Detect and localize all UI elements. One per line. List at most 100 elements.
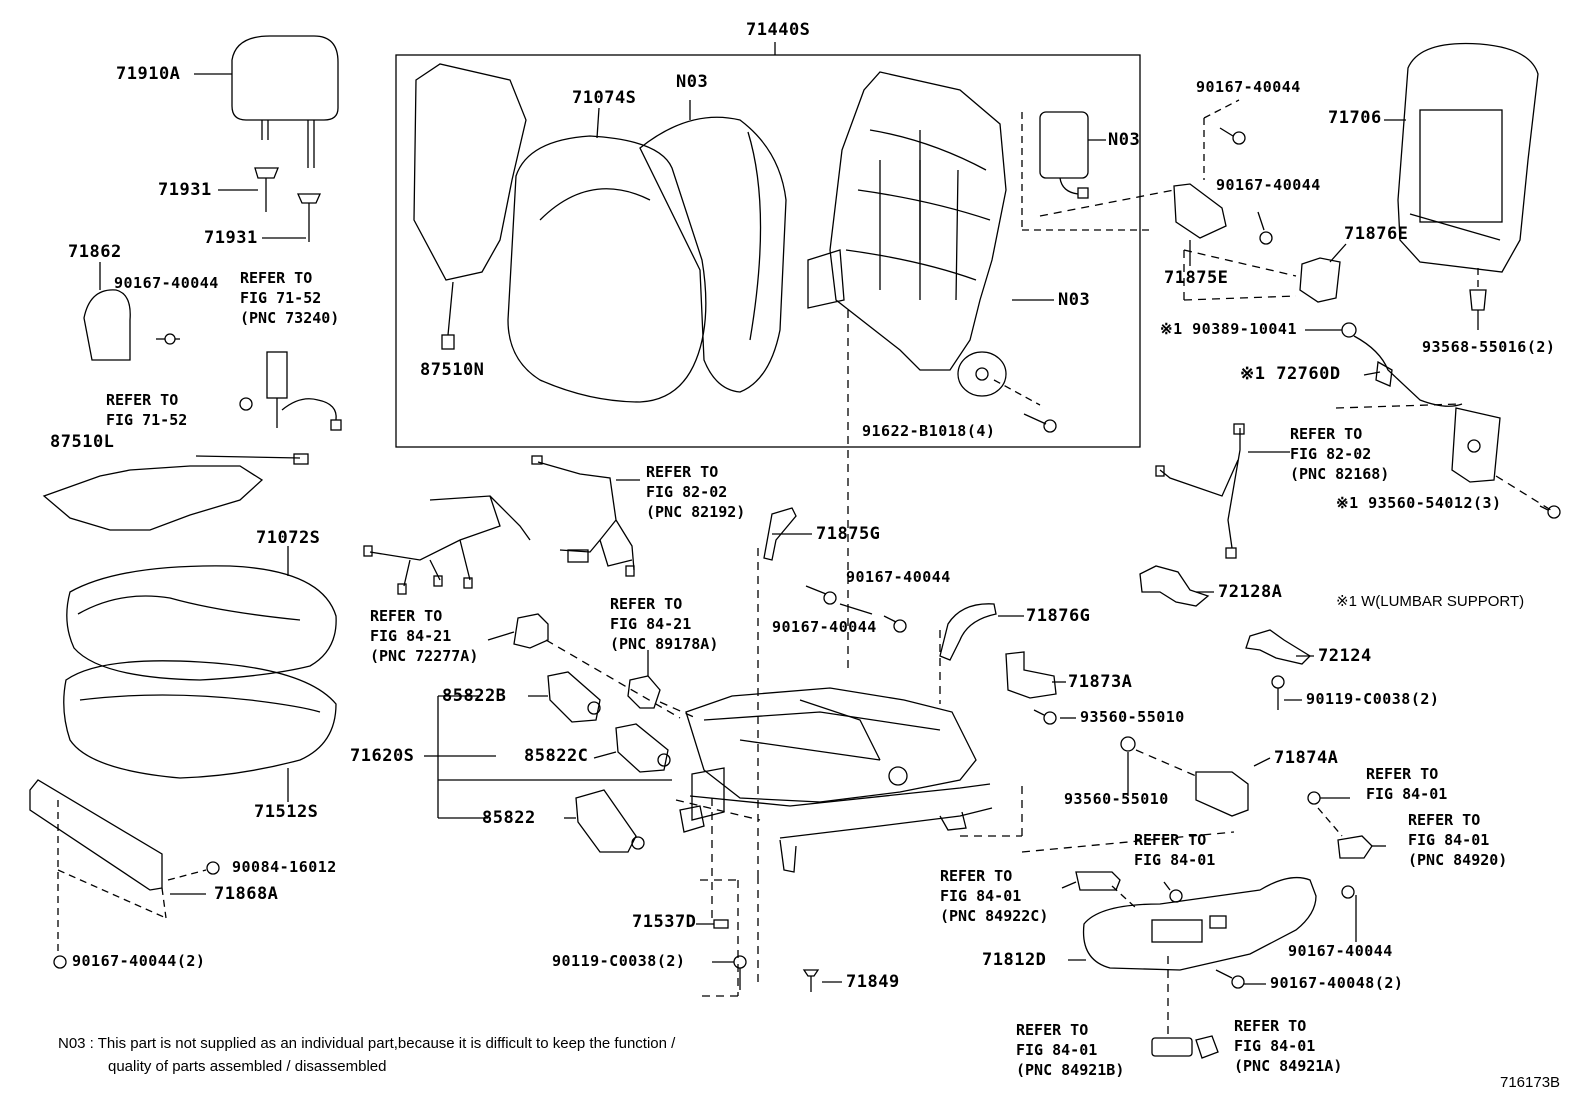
refer-fig-71-52-pnc-73240[interactable]: REFER TO FIG 71-52 (PNC 73240): [240, 269, 340, 327]
headrest-shape: [231, 35, 339, 168]
part-N03-pad[interactable]: N03: [676, 72, 709, 92]
switch-knob-shape-b: [1195, 1035, 1219, 1059]
cover-71876E-shape: [1299, 257, 1341, 303]
refer-fig-84-21-pnc-72277A[interactable]: REFER TO FIG 84-21 (PNC 72277A): [370, 607, 479, 665]
seat-track-frame-shape: [679, 687, 993, 873]
part-71876E[interactable]: 71876E: [1344, 224, 1409, 244]
refer-fig-82-02-pnc-82168[interactable]: REFER TO FIG 82-02 (PNC 82168): [1290, 425, 1390, 483]
part-71873A[interactable]: 71873A: [1068, 672, 1133, 692]
part-90167-40044-d[interactable]: 90167-40044: [1288, 942, 1393, 960]
refer-fig-84-21-pnc-89178A[interactable]: REFER TO FIG 84-21 (PNC 89178A): [610, 595, 719, 653]
refer-fig-84-01-b[interactable]: REFER TO FIG 84-01: [1134, 831, 1216, 869]
motor-85822-shape: [575, 789, 645, 853]
part-72128A[interactable]: 72128A: [1218, 582, 1283, 602]
part-93560-55010-b[interactable]: 93560-55010: [1064, 790, 1169, 808]
refer-fig-71-52[interactable]: REFER TO FIG 71-52: [106, 391, 188, 429]
side-cover-shape: [29, 779, 163, 891]
part-71876G[interactable]: 71876G: [1026, 606, 1091, 626]
part-71706[interactable]: 71706: [1328, 108, 1382, 128]
part-90167-40044-b[interactable]: 90167-40044: [846, 568, 951, 586]
part-90084-16012[interactable]: 90084-16012: [232, 858, 337, 876]
trim-cover-shape: [83, 289, 131, 361]
refer-fig-84-01-pnc-84921A[interactable]: REFER TO FIG 84-01 (PNC 84921A): [1234, 1017, 1343, 1075]
part-90119-C0038-upper[interactable]: 90119-C0038(2): [1306, 690, 1440, 708]
part-71875G[interactable]: 71875G: [816, 524, 881, 544]
part-90167-40044-2a[interactable]: 90167-40044(2): [72, 952, 206, 970]
seatback-heater-sheet-shape: [413, 63, 527, 281]
connector-72277A-shape: [513, 613, 549, 649]
belt-buckle-shape: [266, 351, 342, 431]
sensor-89178A-shape: [627, 675, 661, 709]
lumbar-cable-shape: [1353, 335, 1463, 407]
part-N03-frame[interactable]: N03: [1058, 290, 1091, 310]
part-71512S[interactable]: 71512S: [254, 802, 319, 822]
refer-fig-84-01-pnc-84922C[interactable]: REFER TO FIG 84-01 (PNC 84922C): [940, 867, 1049, 925]
part-71849[interactable]: 71849: [846, 972, 900, 992]
part-N03-module[interactable]: N03: [1108, 130, 1141, 150]
part-90167-40044-f[interactable]: 90167-40044: [1216, 176, 1321, 194]
seat-cushion-pad-shape: [63, 660, 337, 779]
refer-fig-84-01-a[interactable]: REFER TO FIG 84-01: [1366, 765, 1448, 803]
seatback-pad-shape: [639, 116, 787, 393]
harness-82168-shape: [1159, 428, 1241, 549]
refer-fig-84-01-pnc-84920[interactable]: REFER TO FIG 84-01 (PNC 84920): [1408, 811, 1508, 869]
part-85822B[interactable]: 85822B: [442, 686, 507, 706]
seatback-frame-shape: [807, 71, 1007, 397]
motor-85822B-shape: [547, 671, 601, 723]
part-72124[interactable]: 72124: [1318, 646, 1372, 666]
part-71875E[interactable]: 71875E: [1164, 268, 1229, 288]
part-71874A[interactable]: 71874A: [1274, 748, 1339, 768]
bracket-71874A-shape: [1195, 771, 1249, 817]
bracket-72124-shape: [1245, 629, 1312, 665]
part-71931-lower[interactable]: 71931: [204, 228, 258, 248]
part-71910A[interactable]: 71910A: [116, 64, 181, 84]
cover-71876G-shape: [939, 603, 997, 661]
part-71620S[interactable]: 71620S: [350, 746, 415, 766]
part-71537D[interactable]: 71537D: [632, 912, 697, 932]
part-90389-10041[interactable]: ※1 90389-10041: [1160, 320, 1297, 338]
seatback-assembly-box: [395, 54, 1141, 448]
seatback-board-shape: [1397, 42, 1539, 273]
switch-knob-shape: [1151, 1037, 1193, 1057]
part-93568-55016[interactable]: 93568-55016(2): [1422, 338, 1556, 356]
part-85822C[interactable]: 85822C: [524, 746, 589, 766]
part-87510N[interactable]: 87510N: [420, 360, 485, 380]
switch-84920-shape: [1337, 835, 1373, 859]
connector-84922C-shape: [1075, 871, 1121, 891]
part-91622-B1018[interactable]: 91622-B1018(4): [862, 422, 996, 440]
seat-cushion-cover-shape: [66, 565, 337, 681]
seatback-cover-shape: [507, 135, 707, 403]
part-90167-40044-a[interactable]: 90167-40044: [114, 274, 219, 292]
part-90167-40044-c[interactable]: 90167-40044: [772, 618, 877, 636]
part-71072S[interactable]: 71072S: [256, 528, 321, 548]
bracket-71873A-shape: [1005, 651, 1057, 699]
part-93560-54012[interactable]: ※1 93560-54012(3): [1336, 494, 1502, 512]
part-90167-40044-e[interactable]: 90167-40044: [1196, 78, 1301, 96]
seat-heater-mat-shape: [42, 465, 264, 531]
part-93560-55010-a[interactable]: 93560-55010: [1080, 708, 1185, 726]
part-90119-C0038-lower[interactable]: 90119-C0038(2): [552, 952, 686, 970]
part-71862[interactable]: 71862: [68, 242, 122, 262]
cover-71875E-shape: [1173, 183, 1227, 239]
part-71812D[interactable]: 71812D: [982, 950, 1047, 970]
footnote-line-2: quality of parts assembled / disassemble…: [108, 1058, 387, 1075]
headrest-guide-shape: [254, 167, 322, 242]
lumbar-actuator-shape: [1451, 407, 1501, 483]
part-90167-40048[interactable]: 90167-40048(2): [1270, 974, 1404, 992]
bracket-72128A-shape: [1139, 565, 1210, 607]
refer-fig-84-01-pnc-84921B[interactable]: REFER TO FIG 84-01 (PNC 84921B): [1016, 1021, 1125, 1079]
part-87510L[interactable]: 87510L: [50, 432, 115, 452]
part-72760D[interactable]: ※1 72760D: [1240, 364, 1341, 384]
part-71931-upper[interactable]: 71931: [158, 180, 212, 200]
refer-fig-82-02-pnc-82192[interactable]: REFER TO FIG 82-02 (PNC 82192): [646, 463, 746, 521]
side-shield-71812D-shape: [1082, 876, 1317, 971]
cover-71875G-shape: [763, 507, 797, 561]
footnote-line-1: N03 : This part is not supplied as an in…: [58, 1035, 676, 1052]
part-85822[interactable]: 85822: [482, 808, 536, 828]
lumbar-module-shape: [1039, 111, 1089, 179]
part-71868A[interactable]: 71868A: [214, 884, 279, 904]
harness-82192-shape: [369, 461, 635, 587]
part-71074S[interactable]: 71074S: [572, 88, 637, 108]
part-71440S[interactable]: 71440S: [746, 20, 811, 40]
